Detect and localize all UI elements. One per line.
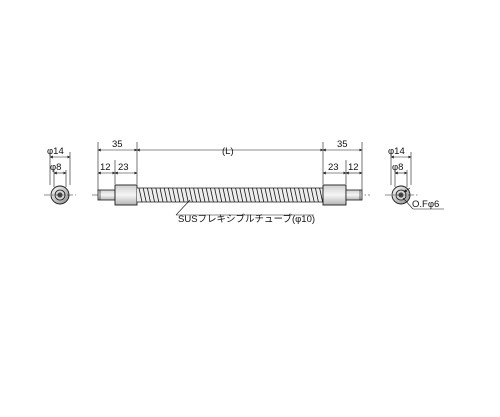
right-pin — [345, 189, 363, 201]
flexible-tube — [137, 187, 323, 203]
left-outer-diameter-label: φ14 — [47, 146, 64, 157]
tube-label: SUSフレキシブルチューブ(φ10) — [178, 213, 315, 225]
right-outer-diameter-label: φ14 — [388, 146, 405, 157]
left-body-length-label: 23 — [118, 162, 129, 173]
left-fitting-length-label: 35 — [112, 139, 123, 150]
right-inner-diameter-label: φ8 — [392, 162, 403, 173]
left-pin — [97, 189, 116, 201]
left-fitting-body — [114, 184, 138, 206]
side-view: 35 (L) 35 12 23 23 12 SUSフレキシブルチュー — [92, 139, 370, 225]
right-body-length-label: 23 — [328, 162, 339, 173]
left-end-view: φ14 φ8 — [44, 146, 76, 205]
left-inner-diameter-label: φ8 — [50, 162, 61, 173]
left-pin-length-label: 12 — [100, 162, 111, 173]
right-fitting-length-label: 35 — [337, 139, 348, 150]
overall-length-label: (L) — [222, 146, 234, 157]
right-pin-length-label: 12 — [348, 162, 359, 173]
right-end-view: φ14 φ8 O.Fφ6 — [385, 146, 444, 210]
right-fitting-body — [322, 184, 347, 206]
hole-callout-label: O.Fφ6 — [412, 199, 439, 210]
